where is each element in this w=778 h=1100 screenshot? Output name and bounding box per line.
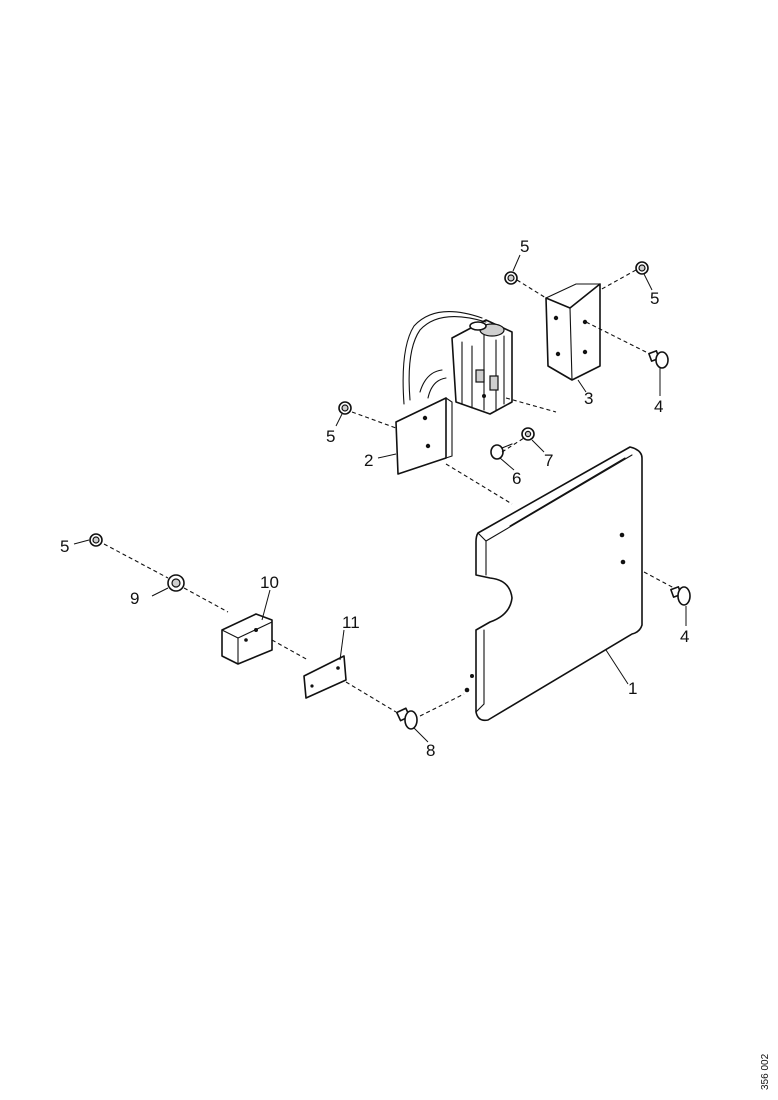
callout-5-left: 5 — [60, 537, 69, 556]
callout-4-bottom: 4 — [680, 627, 689, 646]
part-2-front-bracket — [395, 397, 453, 475]
assembly-lines — [103, 269, 675, 717]
part-1-mounting-plate — [464, 446, 643, 722]
callout-4-top: 4 — [654, 397, 663, 416]
fastener-nut-5-middle — [338, 401, 352, 415]
callout-1: 1 — [628, 679, 637, 698]
callout-5-middle: 5 — [326, 427, 335, 446]
callout-5-top-right: 5 — [650, 289, 659, 308]
leader-lines — [73, 254, 687, 743]
fastener-knob-8 — [395, 707, 418, 730]
fastener-knob-4-right-bottom — [670, 586, 691, 606]
fastener-nut-5-top-right — [635, 261, 649, 275]
part-10-angle-bracket — [221, 613, 273, 665]
callout-labels: 1 2 3 4 4 5 5 5 5 6 7 8 9 10 11 — [60, 237, 689, 760]
callout-2: 2 — [364, 451, 373, 470]
part-11-small-plate — [303, 655, 347, 699]
callout-8: 8 — [426, 741, 435, 760]
fastener-washer-7 — [521, 427, 535, 441]
callout-7: 7 — [544, 451, 553, 470]
fastener-nut-5-left — [89, 533, 103, 547]
fastener-washer-9 — [167, 574, 185, 592]
callout-5-top-left: 5 — [520, 237, 529, 256]
callout-11: 11 — [342, 613, 360, 632]
callout-3: 3 — [584, 389, 593, 408]
drawing-reference-code: 356 002 — [760, 1053, 771, 1090]
fastener-knob-4-right-top — [648, 350, 669, 369]
callout-9: 9 — [130, 589, 139, 608]
fastener-screw-6 — [490, 443, 513, 460]
part-3-rear-bracket — [545, 283, 601, 381]
callout-6: 6 — [512, 469, 521, 488]
hinge-assembly — [402, 311, 513, 415]
callout-10: 10 — [260, 573, 279, 592]
fastener-nut-5-top-left — [504, 271, 518, 285]
